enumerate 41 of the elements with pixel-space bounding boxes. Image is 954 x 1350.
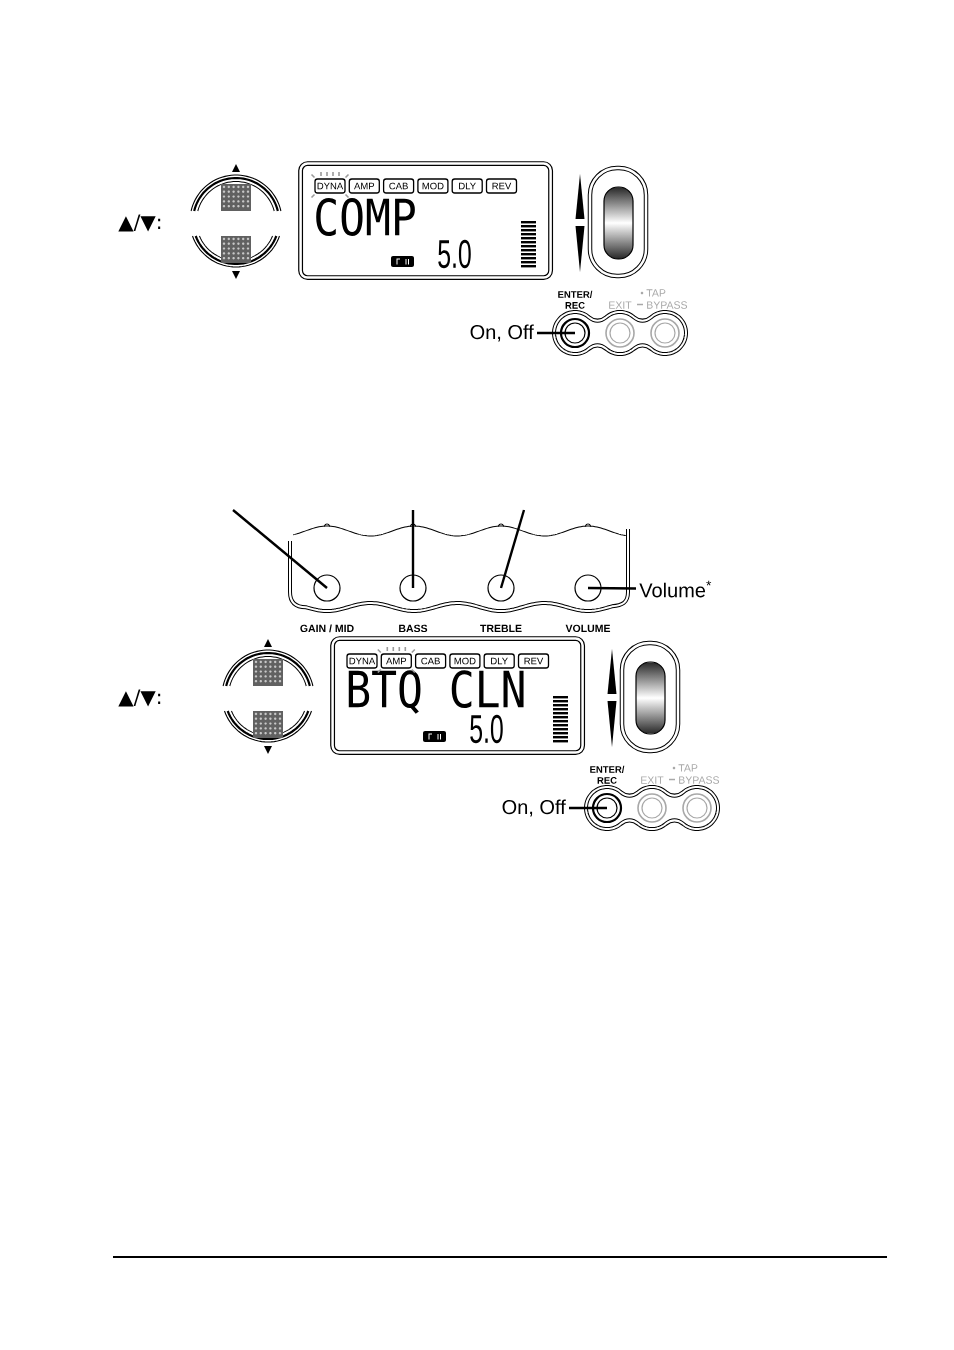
module-tag: DLY: [483, 653, 515, 669]
node-label: ENTER/ REC: [590, 765, 625, 784]
node-label: TREBLE: [480, 624, 522, 633]
module-tag: REV: [517, 653, 550, 669]
module-tag: AMP: [348, 178, 380, 194]
module-tag: DLY: [451, 178, 483, 194]
node-label: TAP BYPASS: [678, 764, 720, 784]
module-tag: DYNA: [314, 178, 346, 194]
knob: GAIN / MID: [300, 574, 354, 633]
module-tag: DYNA: [346, 653, 378, 669]
leader-line: [499, 509, 526, 589]
module-tag: MOD: [417, 178, 449, 194]
key-label: ▲/▼:: [118, 214, 161, 232]
push-button: ENTER/ REC: [558, 290, 593, 349]
node-label: EXIT: [641, 776, 664, 784]
module-tag: AMP: [380, 653, 412, 669]
push-button: TAP BYPASS: [678, 764, 720, 823]
node-label: BASS: [399, 624, 428, 633]
node-label: VOLUME: [565, 624, 611, 633]
node-label: ENTER/ REC: [558, 290, 593, 309]
push-button: EXIT: [605, 301, 635, 348]
callout-label: Volume$^{*}$: [639, 580, 712, 598]
module-tag: REV: [485, 178, 518, 194]
push-button: EXIT: [637, 776, 667, 823]
push-button: ENTER/ REC: [590, 765, 625, 824]
callout-label: On, Off: [470, 324, 534, 342]
leader-line: [588, 586, 636, 590]
module-tag: MOD: [449, 653, 481, 669]
knob: TREBLE: [480, 574, 522, 632]
module-tag: CAB: [382, 178, 415, 194]
node-label: TAP BYPASS: [646, 289, 688, 309]
knob: BASS: [399, 574, 428, 633]
leader-line: [232, 509, 328, 589]
push-button: TAP BYPASS: [646, 289, 688, 348]
callout-label: On, Off: [502, 799, 566, 817]
key-label: ▲/▼:: [118, 689, 161, 707]
node-label: EXIT: [609, 301, 632, 309]
node-label: GAIN / MID: [300, 624, 354, 633]
leader-line: [411, 510, 415, 588]
knob: VOLUME: [565, 574, 611, 633]
module-tag: CAB: [414, 653, 447, 669]
